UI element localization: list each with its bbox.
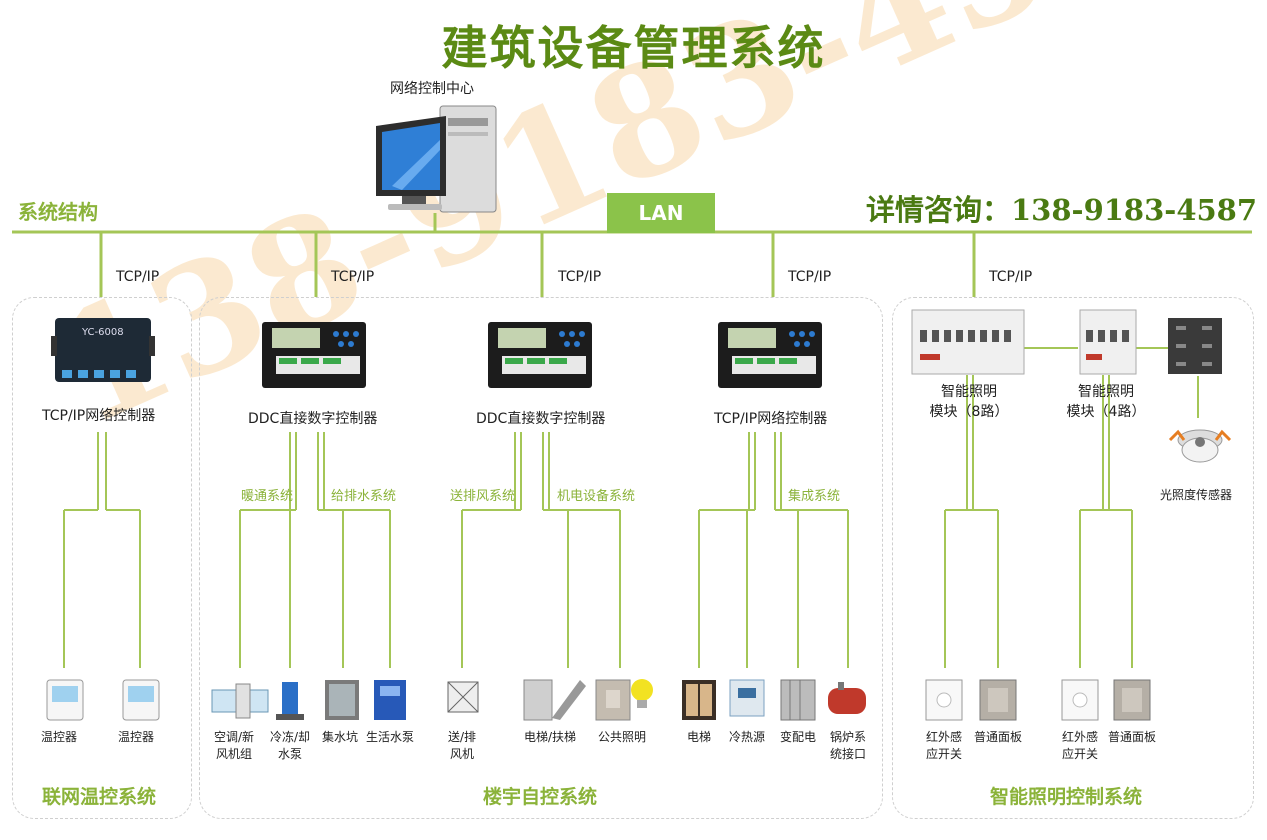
scene-panel xyxy=(1168,318,1222,374)
device-ir-switch-2: 红外感应开关 xyxy=(1061,730,1098,761)
sump-icon xyxy=(325,680,359,720)
group-box-lighting xyxy=(892,297,1254,819)
protocol-label-1: TCP/IP xyxy=(116,269,160,285)
subsystem-mechanical: 机电设备系统 xyxy=(557,489,636,504)
page-title: 建筑设备管理系统 xyxy=(441,21,826,75)
water-pump-icon xyxy=(374,680,406,720)
device-water-pump: 生活水泵 xyxy=(366,730,415,744)
lan-label: LAN xyxy=(607,193,715,233)
substation-icon xyxy=(780,679,816,721)
device-fan: 送/排风机 xyxy=(447,730,477,761)
ddc-controller-2 xyxy=(488,322,592,388)
device-text-yc6008: YC-6008 xyxy=(82,327,124,338)
controller-label-3: DDC直接数字控制器 xyxy=(476,411,606,427)
device-chiller: 冷热源 xyxy=(729,730,766,744)
pump-icon xyxy=(276,682,304,720)
device-panel-2: 普通面板 xyxy=(1108,730,1157,744)
computer-icon xyxy=(376,105,497,213)
controller-label-1: TCP/IP网络控制器 xyxy=(42,408,156,424)
thermostat-icon-1 xyxy=(46,679,84,721)
protocol-label-2: TCP/IP xyxy=(331,269,375,285)
network-controller-device xyxy=(51,318,155,382)
group-box-temp-control xyxy=(12,297,192,819)
device-substation: 变配电 xyxy=(780,730,817,744)
system-group-building: 楼宇自控系统 xyxy=(483,786,598,808)
lighting-module-4-label: 智能照明模块（4路） xyxy=(1066,384,1146,420)
boiler-icon xyxy=(828,682,866,714)
device-sump: 集水坑 xyxy=(322,730,359,744)
elevator-icon xyxy=(682,680,716,720)
ir-switch-icon-1 xyxy=(925,679,963,721)
device-elevator-escalator: 电梯/扶梯 xyxy=(524,730,577,744)
lighting-module-8 xyxy=(911,309,1025,375)
fan-icon xyxy=(447,681,479,713)
protocol-label-5: TCP/IP xyxy=(989,269,1033,285)
device-public-lighting: 公共照明 xyxy=(598,730,647,744)
public-lighting-icon xyxy=(595,679,653,721)
ir-switch-icon-2 xyxy=(1061,679,1099,721)
controller-label-4: TCP/IP网络控制器 xyxy=(714,411,828,427)
consult-text: 详情咨询：138-9183-4587 xyxy=(866,193,1258,227)
device-thermostat-1: 温控器 xyxy=(41,730,78,744)
system-structure-label: 系统结构 xyxy=(18,200,98,224)
lighting-module-8-label: 智能照明模块（8路） xyxy=(929,384,1009,420)
subsystem-integration: 集成系统 xyxy=(788,489,841,504)
group-box-building-automation xyxy=(199,297,883,819)
device-ahu: 空调/新风机组 xyxy=(213,730,255,761)
panel-icon-1 xyxy=(979,679,1017,721)
device-panel-1: 普通面板 xyxy=(974,730,1023,744)
ddc-controller-3 xyxy=(718,322,822,388)
panel-icon-2 xyxy=(1113,679,1151,721)
system-group-lighting: 智能照明控制系统 xyxy=(990,786,1143,808)
ahu-icon xyxy=(211,683,269,719)
protocol-label-4: TCP/IP xyxy=(788,269,832,285)
device-elevator: 电梯 xyxy=(687,730,712,744)
subsystem-water: 给排水系统 xyxy=(331,489,397,504)
device-thermostat-2: 温控器 xyxy=(118,730,155,744)
system-group-temp: 联网温控系统 xyxy=(42,786,157,808)
subsystem-ventilation: 送排风系统 xyxy=(450,489,516,504)
lighting-module-4 xyxy=(1079,309,1137,375)
thermostat-icon-2 xyxy=(122,679,160,721)
chiller-icon xyxy=(729,679,765,717)
controller-label-2: DDC直接数字控制器 xyxy=(248,411,378,427)
protocol-label-3: TCP/IP xyxy=(558,269,602,285)
device-boiler: 锅炉系统接口 xyxy=(829,730,866,761)
ddc-controller-1 xyxy=(262,322,366,388)
light-sensor-icon xyxy=(1168,429,1232,463)
light-sensor-label: 光照度传感器 xyxy=(1160,488,1233,502)
subsystem-hvac: 暖通系统 xyxy=(241,489,294,504)
network-center-label: 网络控制中心 xyxy=(390,81,474,97)
elevator-escalator-icon xyxy=(523,679,586,721)
device-ir-switch-1: 红外感应开关 xyxy=(925,730,962,761)
device-pump: 冷冻/却水泵 xyxy=(269,730,311,761)
